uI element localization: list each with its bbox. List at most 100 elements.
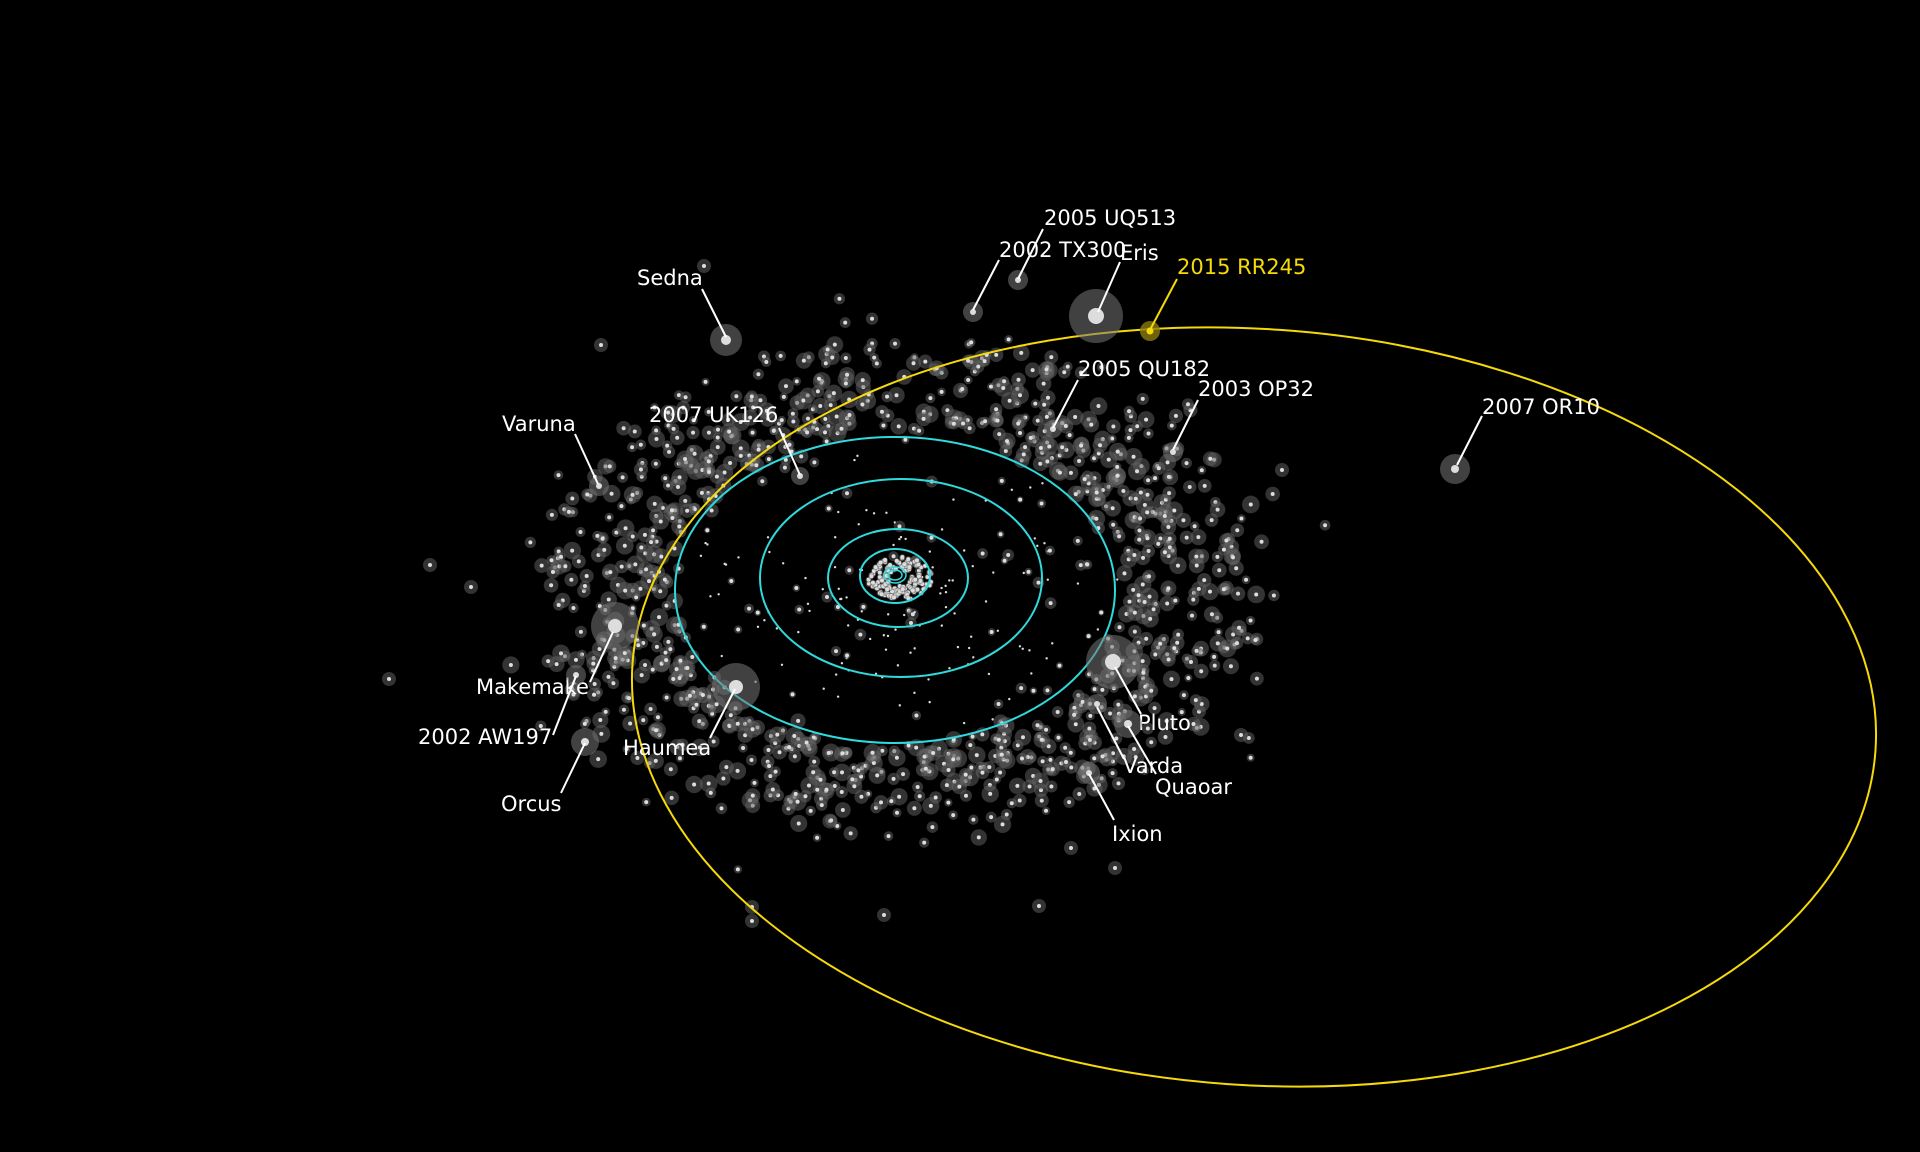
kbo-dot [784,742,794,752]
kbo-core [1135,424,1140,429]
kbo-core [922,840,927,845]
kbo-dot [1188,557,1205,574]
kbo-dot [543,577,559,593]
kbo-dot [574,625,587,638]
kbo-core [1202,578,1207,583]
kbo-dot [962,549,966,552]
kbo-dot [846,624,850,627]
kbo-core [1133,755,1138,760]
kbo-core [1100,687,1105,692]
kbo-core [1163,734,1168,739]
kbo-dot [764,761,774,771]
kbo-dot [1225,549,1241,566]
kbo-core [1217,568,1222,573]
kbo-core [896,664,900,667]
kbo-core [781,562,785,565]
kbo-dot [1110,732,1123,745]
kbo-core [714,474,719,479]
kbo-core [1145,492,1150,497]
kbo-core [1005,439,1010,444]
kbo-core [1196,586,1201,591]
kbo-core [1044,808,1049,813]
kbo-core [556,473,561,478]
kbo-dot [1237,514,1246,523]
kbo-core [980,770,985,775]
kbo-core [622,651,627,656]
kbo-core [960,386,965,391]
kbo-core [803,794,808,799]
kbo-core [998,532,1003,537]
kbo-core [556,603,561,608]
kbo-core [663,476,668,481]
kbo-core [928,550,931,553]
kbo-core [970,734,975,739]
kbo-core [672,546,677,551]
kbo-core [886,834,891,839]
kbo-dot [1152,461,1166,475]
kbo-dot [567,651,585,669]
kbo-core [697,745,702,750]
kbo-core [734,394,739,399]
kbo-core [1057,470,1062,475]
kbo-dot [819,782,834,797]
kbo-core [984,600,988,603]
kbo-core [1117,625,1122,630]
kbo-core [826,506,831,511]
kbo-core [1133,496,1138,501]
kbo-core [1193,698,1198,703]
kbo-dot [1033,731,1050,748]
kbo-dot [865,312,879,325]
kbo-dot [1095,749,1110,764]
kbo-dot [1222,658,1239,675]
kbo-dot [617,501,626,511]
kbo-dot [662,693,672,702]
kbo-core [987,765,992,770]
kbo-core [999,478,1004,483]
kbo-core [777,750,782,755]
kbo-core [750,919,754,923]
kbo-core [1166,657,1171,662]
kbo-core [741,745,746,750]
label-2007-uk126: 2007 UK126 [649,403,778,427]
kbo-core [963,793,968,798]
kbo-core [860,378,865,383]
kbo-core [550,570,555,575]
kbo-core [554,662,559,667]
kbo-dot [598,534,607,543]
kbo-dot [893,557,900,564]
kbo-dot [652,513,669,530]
kbo-core [914,713,919,718]
kbo-dot [1015,682,1027,694]
kbo-dot [881,391,893,403]
kbo-core [902,613,906,617]
kbo-core [748,415,753,420]
kbo-core [711,739,716,744]
kbo-core [1141,555,1146,560]
kbo-dot [1141,722,1154,735]
kbo-core [1140,659,1145,664]
kbo-core [669,508,674,513]
kbo-core [1156,541,1161,546]
kbo-core [915,785,920,790]
kbo-core [1111,424,1116,429]
kbo-dot [615,536,634,555]
kbo-core [1165,460,1170,465]
kbo-core [1007,398,1012,403]
kbo-dot [669,478,687,496]
kbo-core [1033,537,1037,540]
kbo-core [834,673,838,676]
kbo-dot [820,358,831,369]
kbo-core [549,583,554,588]
kbo-core [917,794,922,799]
kbo-core [1190,613,1195,618]
label-sedna: Sedna [637,266,703,290]
kbo-dot [836,695,840,698]
kbo-core [900,554,905,559]
kbo-core [1020,735,1025,740]
kbo-core [1068,470,1073,475]
kbo-dot [1114,621,1125,633]
kbo-core [735,867,740,872]
kbo-dot [892,808,902,818]
kbo-core [756,625,760,629]
kbo-dot [830,645,842,657]
